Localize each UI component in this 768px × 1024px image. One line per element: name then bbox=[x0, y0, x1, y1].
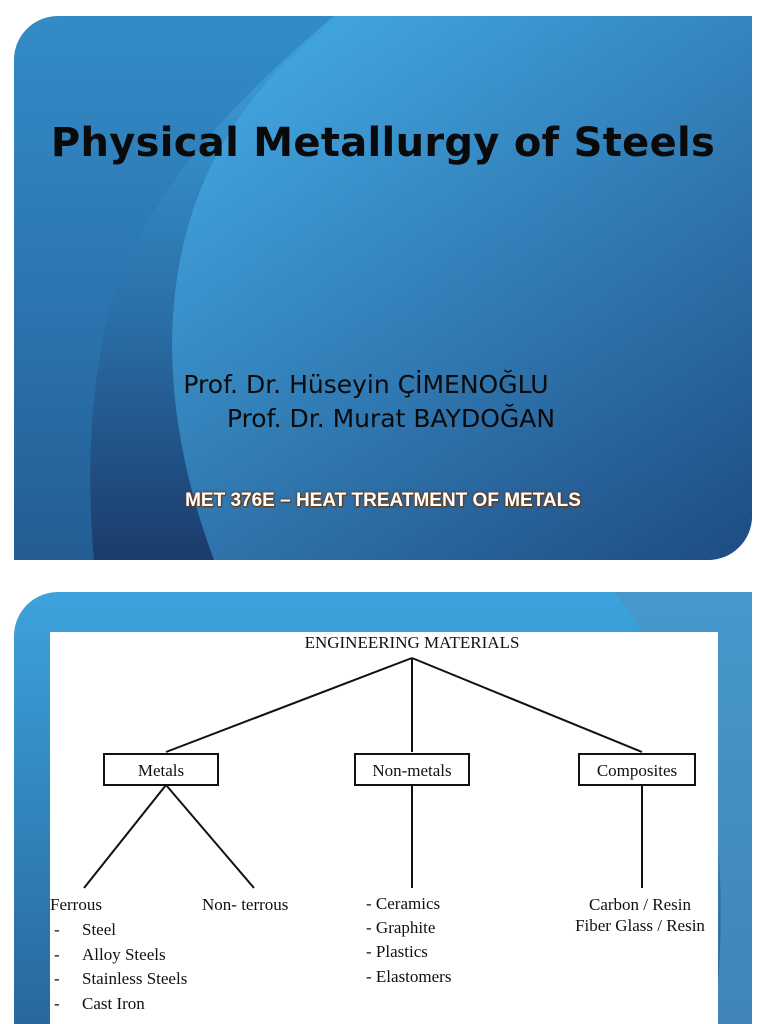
list-item: - Ceramics bbox=[366, 894, 440, 913]
ferrous-label: Ferrous bbox=[50, 895, 102, 914]
nonmetals-list: - Ceramics - Graphite - Plastics - Elast… bbox=[366, 894, 451, 986]
author-2: Prof. Dr. Murat BAYDOĞAN bbox=[226, 404, 556, 433]
svg-text:-: - bbox=[54, 969, 60, 988]
list-item: Stainless Steels bbox=[82, 969, 187, 988]
category-metals: Metals bbox=[103, 753, 219, 786]
category-non-metals: Non-metals bbox=[354, 753, 470, 786]
list-item: - Elastomers bbox=[366, 967, 451, 986]
category-label: Composites bbox=[597, 761, 677, 780]
materials-classification-diagram: ENGINEERING MATERIALS Metals Non-metals … bbox=[50, 632, 718, 1024]
svg-text:-: - bbox=[54, 945, 60, 964]
list-item: - Plastics bbox=[366, 942, 428, 961]
list-item: Fiber Glass / Resin bbox=[575, 916, 705, 935]
composites-list: Carbon / Resin Fiber Glass / Resin bbox=[575, 895, 705, 935]
title-slide: Physical Metallurgy of Steels Prof. Dr. … bbox=[14, 16, 752, 560]
list-item: Cast Iron bbox=[82, 994, 145, 1013]
slide-title: Physical Metallurgy of Steels bbox=[50, 120, 716, 166]
authors: Prof. Dr. Hüseyin ÇİMENOĞLU Prof. Dr. Mu… bbox=[14, 368, 752, 436]
list-item: Carbon / Resin bbox=[589, 895, 691, 914]
root-label: ENGINEERING MATERIALS bbox=[305, 633, 520, 652]
svg-text:-: - bbox=[54, 994, 60, 1013]
tree-connectors bbox=[83, 657, 643, 889]
list-item: Alloy Steels bbox=[82, 945, 166, 964]
classification-slide: ENGINEERING MATERIALS Metals Non-metals … bbox=[14, 592, 752, 1024]
course-title: MET 376E – HEAT TREATMENT OF METALS bbox=[185, 490, 581, 511]
svg-text:-: - bbox=[54, 920, 60, 939]
category-label: Non-metals bbox=[372, 761, 451, 780]
list-item: - Graphite bbox=[366, 918, 435, 937]
slide-background bbox=[14, 16, 752, 560]
category-composites: Composites bbox=[578, 753, 696, 786]
list-item: Steel bbox=[82, 920, 116, 939]
non-ferrous-label: Non- terrous bbox=[202, 895, 288, 914]
ferrous-list: - Steel - Alloy Steels - Stainless Steel… bbox=[54, 920, 187, 1013]
author-1: Prof. Dr. Hüseyin ÇİMENOĞLU bbox=[183, 370, 549, 399]
category-label: Metals bbox=[138, 761, 184, 780]
